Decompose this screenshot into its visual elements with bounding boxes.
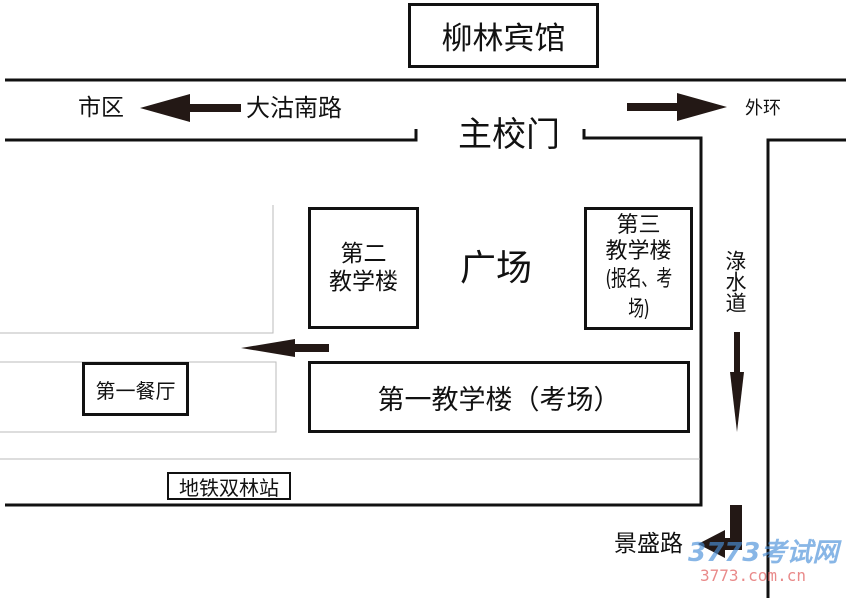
- direction-west-label: 市区: [78, 95, 124, 121]
- direction-east-label: 外环: [745, 98, 781, 119]
- block-outline-upper: [0, 205, 274, 334]
- building-2: 第二 教学楼: [308, 207, 419, 329]
- building-2-line1: 第二: [340, 241, 387, 267]
- metro-station-label: 地铁双林站: [179, 475, 279, 500]
- arrow-west-icon: [140, 94, 241, 122]
- hotel-box: 柳林宾馆: [408, 3, 599, 68]
- road-edge-top-south-left: [5, 129, 418, 142]
- main-gate-label: 主校门: [458, 115, 560, 155]
- watermark-logo: 3773考试网: [688, 532, 838, 569]
- building-3-line2: 教学楼: [605, 238, 672, 264]
- canteen-box: 第一餐厅: [82, 362, 189, 416]
- arrow-west-small-icon: [241, 339, 329, 357]
- plaza-label: 广场: [460, 248, 533, 289]
- road-label-bottom-right: 景盛路: [614, 531, 683, 557]
- metro-station-box: 地铁双林站: [167, 472, 291, 500]
- building-3: 第三 教学楼 (报名、考场): [584, 207, 693, 330]
- watermark-logo-text: 考试网: [760, 538, 839, 568]
- arrow-east-icon: [627, 93, 727, 121]
- arrow-turn-west-icon: [698, 505, 742, 558]
- watermark-url: 3773.com.cn: [700, 566, 806, 585]
- road-edge-right: [766, 138, 846, 598]
- road-edge-top-south-right: [5, 129, 703, 507]
- building-1: 第一教学楼（考场）: [308, 361, 690, 433]
- road-label-right: 淥水道: [723, 250, 747, 313]
- canteen-label: 第一餐厅: [95, 378, 176, 403]
- watermark-logo-number: 3773: [688, 538, 761, 568]
- building-2-line2: 教学楼: [329, 269, 398, 295]
- road-label-top: 大沽南路: [246, 94, 342, 122]
- building-3-line1: 第三: [616, 212, 661, 238]
- building-3-line3: (报名、考场): [605, 266, 673, 322]
- arrow-south-icon: [730, 332, 744, 432]
- building-1-label: 第一教学楼（考场）: [377, 384, 621, 416]
- hotel-label: 柳林宾馆: [441, 21, 566, 57]
